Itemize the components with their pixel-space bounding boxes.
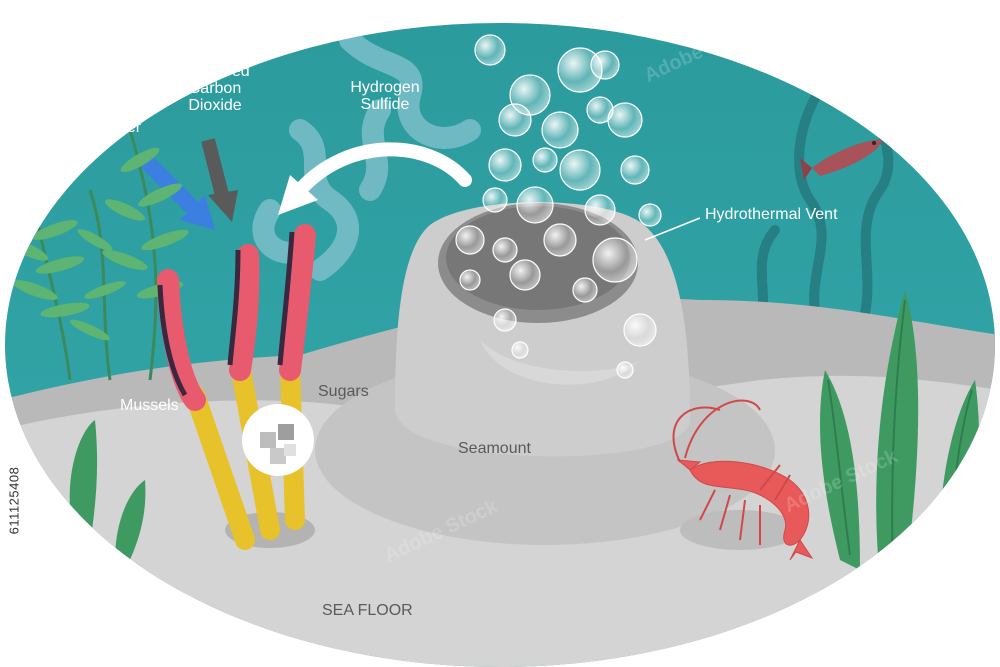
water-label: Water bbox=[99, 119, 142, 136]
mussels-tubeworms bbox=[157, 224, 316, 550]
fish-icon bbox=[800, 139, 882, 180]
hydrothermal-vent-label: Hydrothermal Vent bbox=[705, 206, 838, 223]
sugar-cubes-icon bbox=[242, 404, 314, 476]
shrimp-shadow bbox=[680, 510, 800, 550]
co2-arrow bbox=[201, 138, 229, 197]
dissolved-co2-label: Dissolved Carbon Dioxide bbox=[180, 63, 250, 114]
sea-floor-label: SEA FLOOR bbox=[322, 602, 413, 619]
sulfide-arrow-head bbox=[278, 175, 318, 215]
co2-arrow-head bbox=[208, 190, 238, 222]
sulfide-flow-arrow bbox=[293, 142, 472, 197]
seamount-label: Seamount bbox=[458, 440, 531, 457]
mussels-label: Mussels bbox=[120, 397, 179, 414]
shrimp-icon bbox=[676, 459, 814, 561]
stock-id-label: 611125408 bbox=[6, 466, 22, 534]
sugars-label: Sugars bbox=[318, 383, 369, 400]
bubbles bbox=[455, 34, 662, 379]
shrimp-legs bbox=[672, 399, 791, 545]
water-arrow bbox=[137, 152, 198, 213]
seagrass-leaves bbox=[7, 147, 189, 341]
water-arrow-head bbox=[180, 195, 215, 230]
vent-leader-line bbox=[644, 217, 701, 241]
hydrogen-sulfide-label: Hydrogen Sulfide bbox=[350, 79, 420, 113]
